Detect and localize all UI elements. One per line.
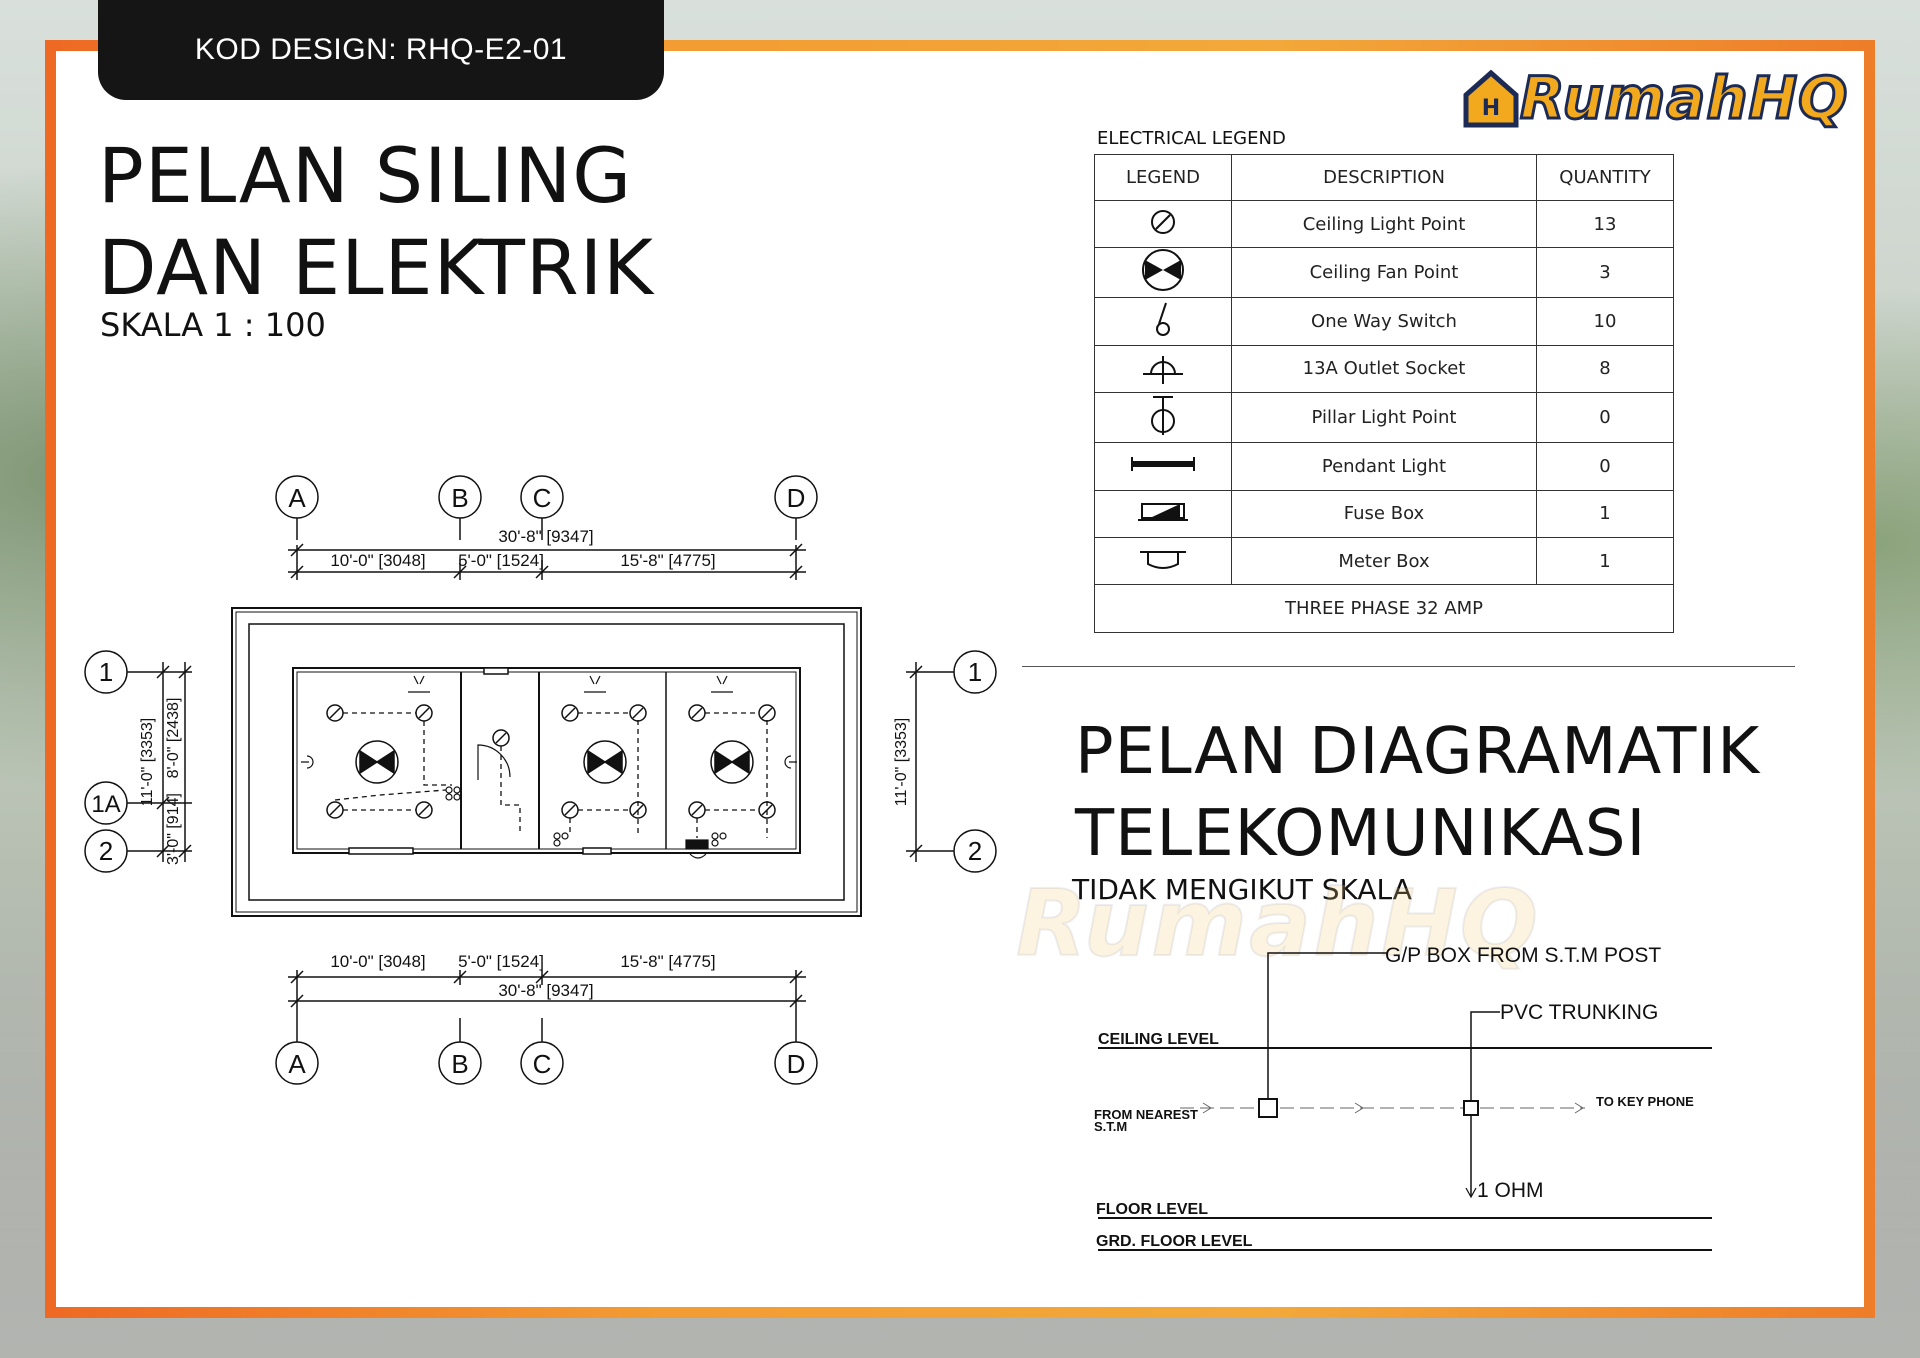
left-dim-upper: 8'-0" [2438] [165,698,182,779]
brand-logo: H RumahHQ [1462,63,1849,134]
grid-bubbles-right: 1 2 11'-0" [3353] [893,650,997,873]
one-way-switch-symbol [1094,297,1232,346]
grid-label-c-bottom: C [533,1049,552,1079]
grid-label-d-bottom: D [787,1049,806,1079]
left-dim-overall: 11'-0" [3353] [139,718,156,807]
design-code-text: KOD DESIGN: RHQ-E2-01 [194,33,568,66]
legend-quantity: 8 [1536,344,1674,394]
grid-label-a-bottom: A [288,1049,306,1079]
grid-label-c: C [533,483,552,513]
legend-row: Meter Box 1 [1094,536,1674,586]
legend-header-quantity: QUANTITY [1536,154,1674,201]
ceiling-level-label: CEILING LEVEL [1098,1031,1219,1048]
ceiling-fan-symbol [1094,247,1232,299]
stm-label: S.T.M [1094,1119,1127,1134]
plan-title-line2: DAN ELEKTRIK [98,223,654,312]
legend-title: ELECTRICAL LEGEND [1097,128,1286,149]
section-divider [1022,666,1795,667]
left-dim-lower: 3'-0" [914] [165,793,182,865]
legend-row: One Way Switch 10 [1094,297,1674,346]
design-code-tab: KOD DESIGN: RHQ-E2-01 [98,0,664,100]
legend-description: Fuse Box [1231,489,1537,538]
legend-quantity: 1 [1536,489,1674,538]
grid-label-2-right: 2 [968,836,982,866]
legend-row: Pillar Light Point 0 [1094,392,1674,444]
switch-socket-marks [301,675,797,859]
grd-floor-level-label: GRD. FLOOR LEVEL [1096,1233,1253,1250]
to-key-phone-label: TO KEY PHONE [1596,1094,1694,1109]
ceiling-light-marks [326,704,776,819]
grid-bubbles-bottom: A B C D [275,1012,818,1085]
logo-watermark: RumahHQ [1015,869,1540,978]
grid-label-2: 2 [99,836,113,866]
grid-label-b: B [451,483,468,513]
legend-description: 13A Outlet Socket [1231,344,1537,394]
legend-description: Pendant Light [1231,442,1537,491]
grid-label-1: 1 [99,657,113,687]
top-dim-ab: 10'-0" [3048] [330,551,425,570]
ceiling-fan-marks [355,740,754,784]
legend-quantity: 1 [1536,536,1674,586]
building-outline [231,607,862,917]
legend-quantity: 0 [1536,442,1674,491]
top-overall-dim: 30'-8" [9347] [498,527,593,546]
legend-description: Pillar Light Point [1231,392,1537,444]
legend-row: Pendant Light 0 [1094,442,1674,491]
plan-title-line1: PELAN SILING [98,131,633,220]
grid-bubbles-top: A B C D [275,475,818,540]
electrical-legend-table: LEGEND DESCRIPTION QUANTITY Ceiling Ligh… [1094,154,1674,633]
grid-label-1a: 1A [91,791,120,818]
pillar-light-symbol [1094,392,1232,444]
wiring-lines [334,712,768,838]
top-dim-bc: 5'-0" [1524] [458,551,544,570]
meter-box-symbol [1094,536,1232,586]
house-hq-icon: H [1463,69,1519,128]
legend-description: Meter Box [1231,536,1537,586]
pvc-trunking-label: PVC TRUNKING [1500,1001,1658,1024]
from-nearest-label: FROM NEAREST [1094,1107,1198,1122]
legend-quantity: 0 [1536,392,1674,444]
right-dim: 11'-0" [3353] [893,718,910,807]
legend-row: 13A Outlet Socket 8 [1094,344,1674,394]
legend-quantity: 3 [1536,247,1674,299]
telecom-subtitle: TIDAK MENGIKUT SKALA [1072,873,1412,906]
logo-text: RumahHQ [1519,63,1849,134]
ceiling-light-symbol [1094,199,1232,249]
top-dim-cd: 15'-8" [4775] [620,551,715,570]
svg-text:H: H [1482,96,1500,121]
plan-scale: SKALA 1 : 100 [100,306,326,344]
legend-description: Ceiling Fan Point [1231,247,1537,299]
top-dimensions: 30'-8" [9347] 10'-0" [3048] 5'-0" [1524]… [288,527,806,580]
telecom-title-line2: TELEKOMUNIKASI [1075,797,1647,871]
grid-label-d: D [787,483,806,513]
telecom-title-line1: PELAN DIAGRAMATIK [1075,715,1761,789]
grid-label-a: A [288,483,306,513]
telecom-diagram: CEILING LEVEL FLOOR LEVEL GRD. FLOOR LEV… [1094,944,1712,1251]
legend-footer: THREE PHASE 32 AMP [1094,584,1674,633]
bottom-dim-ab: 10'-0" [3048] [330,952,425,971]
one-ohm-label: 1 OHM [1477,1179,1544,1202]
gp-box-label: G/P BOX FROM S.T.M POST [1385,944,1661,967]
legend-quantity: 13 [1536,199,1674,249]
legend-row: Ceiling Fan Point 3 [1094,247,1674,299]
legend-header-legend: LEGEND [1094,154,1232,201]
grid-label-1-right: 1 [968,657,982,687]
floor-level-label: FLOOR LEVEL [1096,1201,1208,1218]
legend-header-description: DESCRIPTION [1231,154,1537,201]
bottom-dim-bc: 5'-0" [1524] [458,952,544,971]
grid-bubbles-left: 1 1A 2 11'-0" [3353] 8'-0" [2438] 3'-0" … [84,650,192,873]
legend-row: Fuse Box 1 [1094,489,1674,538]
bottom-overall-dim: 30'-8" [9347] [498,981,593,1000]
grid-label-b-bottom: B [451,1049,468,1079]
legend-row: Ceiling Light Point 13 [1094,199,1674,249]
outlet-socket-symbol [1094,344,1232,394]
bottom-dim-cd: 15'-8" [4775] [620,952,715,971]
legend-header-row: LEGEND DESCRIPTION QUANTITY [1094,154,1674,201]
legend-description: One Way Switch [1231,297,1537,346]
bottom-dimensions: 10'-0" [3048] 5'-0" [1524] 15'-8" [4775]… [288,952,806,1012]
legend-footer-row: THREE PHASE 32 AMP [1094,584,1674,633]
legend-description: Ceiling Light Point [1231,199,1537,249]
